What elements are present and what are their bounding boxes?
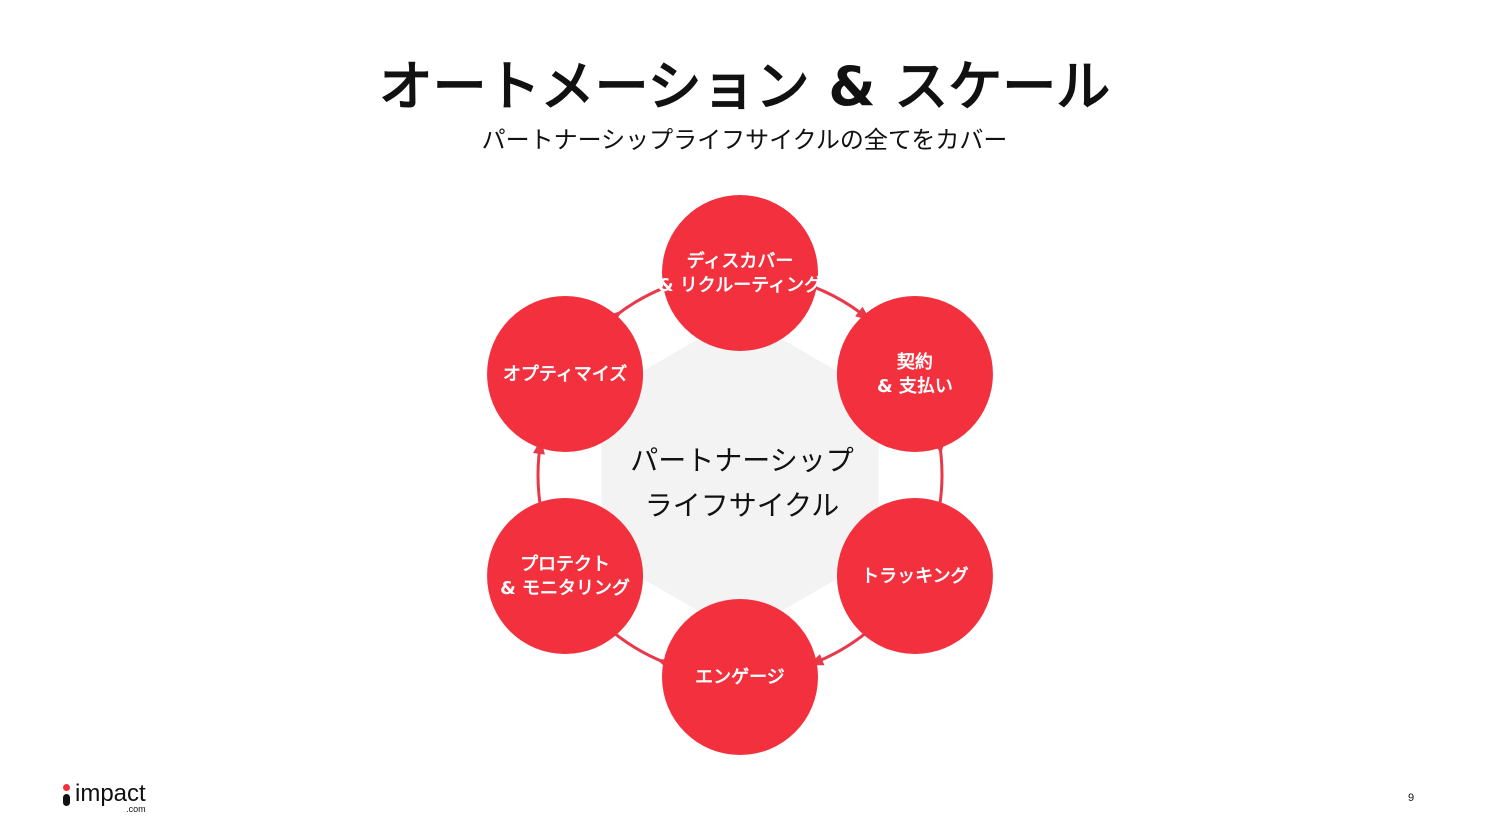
cycle-node-circle <box>487 498 644 654</box>
cycle-node-protect: プロテクト& モニタリング <box>487 498 644 654</box>
cycle-node-discover: ディスカバー& リクルーティング <box>658 195 822 351</box>
logo-suffix: .com <box>126 804 146 814</box>
cycle-node-contract: 契約& 支払い <box>836 296 993 452</box>
logo-word: impact <box>75 780 146 807</box>
cycle-node-engage: エンゲージ <box>662 599 818 755</box>
impact-logo: impact .com <box>62 782 146 814</box>
cycle-node-label: & モニタリング <box>500 577 630 599</box>
slide-title: オートメーション & スケール <box>378 55 1111 118</box>
slide-subtitle: パートナーシップライフサイクルの全てをカバー <box>481 126 1008 154</box>
cycle-node-label: トラッキング <box>861 565 968 587</box>
cycle-node-label: オプティマイズ <box>503 363 627 385</box>
cycle-node-label: プロテクト <box>520 553 610 575</box>
cycle-node-circle <box>836 498 993 654</box>
cycle-node-circle <box>487 296 644 452</box>
cycle-node-label: 契約 <box>896 351 933 373</box>
cycle-node-label: ディスカバー <box>687 250 794 272</box>
impact-logo-mark <box>62 784 72 808</box>
center-label-line-1: パートナーシップ <box>630 444 853 477</box>
cycle-node-circle <box>662 599 818 755</box>
cycle-node-label: & リクルーティング <box>658 274 822 296</box>
cycle-node-circle <box>836 296 993 452</box>
cycle-node-tracking: トラッキング <box>836 498 993 654</box>
cycle-node-optimize: オプティマイズ <box>487 296 644 452</box>
page-number: 9 <box>1408 792 1415 804</box>
cycle-node-label: エンゲージ <box>695 666 785 688</box>
cycle-node-circle <box>662 195 818 351</box>
center-hexagon <box>601 315 879 635</box>
cycle-node-label: & 支払い <box>877 375 953 397</box>
center-label-line-2: ライフサイクル <box>645 489 840 522</box>
